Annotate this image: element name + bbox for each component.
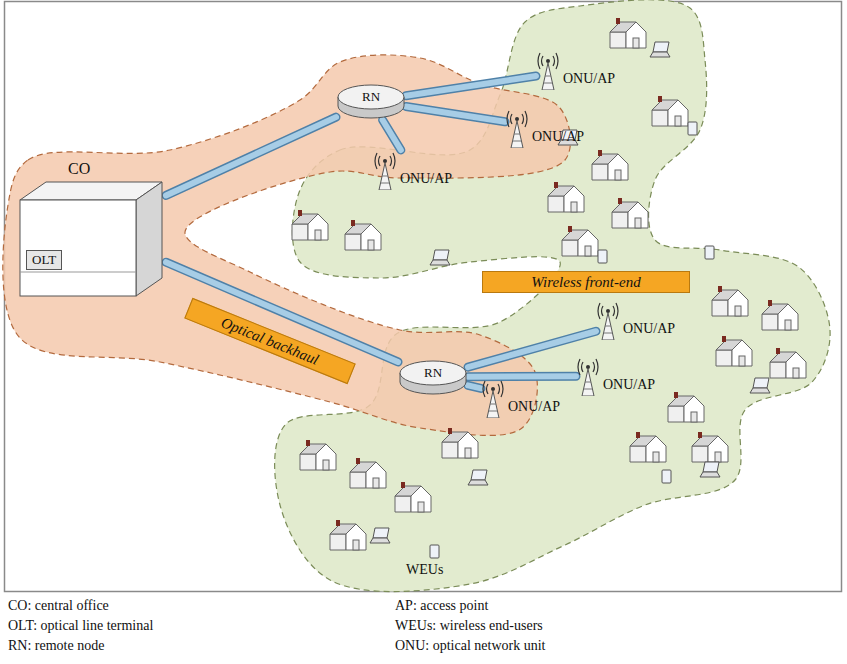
panel-border	[5, 2, 842, 592]
tablet-icon	[705, 246, 714, 259]
house-icon	[612, 198, 648, 228]
laptop-icon	[650, 42, 670, 57]
legend-entry: WEUs: wireless end-users	[395, 618, 543, 634]
antenna-icon	[373, 150, 397, 190]
node-label: OLT	[32, 251, 56, 269]
group-label: WEUs	[406, 562, 443, 578]
tablet-icon	[598, 250, 607, 263]
laptop-icon	[430, 250, 450, 265]
antenna-icon	[505, 108, 529, 148]
legend-entry: ONU: optical network unit	[395, 638, 545, 654]
house-icon	[712, 286, 748, 316]
fiber-outline	[468, 385, 481, 388]
legend-entry: AP: access point	[395, 598, 488, 614]
fiber-outline	[166, 117, 336, 195]
house-icon	[345, 220, 381, 250]
optical-fiber	[468, 385, 481, 388]
fiber-outline	[468, 372, 576, 382]
onu-access-point: ONU/AP	[536, 50, 616, 90]
fiber-outline	[406, 106, 505, 121]
onu-access-point: ONU/AP	[576, 356, 656, 396]
central-office: OLT CO	[16, 160, 166, 300]
antenna-icon	[596, 300, 620, 340]
laptop-icon	[468, 470, 488, 485]
legend-entry: CO: central office	[8, 598, 109, 614]
tablet-icon	[662, 470, 671, 483]
house-icon	[762, 300, 798, 330]
fiber-outline	[383, 120, 401, 150]
optical-fiber	[166, 117, 336, 195]
antenna-icon	[536, 50, 560, 90]
node-label: RN	[362, 88, 380, 106]
house-icon	[292, 210, 328, 240]
house-icon	[548, 182, 584, 212]
optical-fiber	[468, 331, 596, 367]
house-icon	[562, 226, 598, 256]
node-label: ONU/AP	[623, 320, 675, 338]
node-label: ONU/AP	[532, 128, 584, 146]
node-label: ONU/AP	[508, 398, 560, 416]
house-icon	[652, 96, 688, 126]
remote-node: RN	[336, 82, 406, 120]
optical-fiber	[406, 76, 536, 96]
node-label: CO	[68, 160, 90, 178]
laptop-icon	[750, 378, 770, 393]
node-label: ONU/AP	[400, 170, 452, 188]
optical-fiber	[468, 373, 576, 380]
olt-unit: OLT	[26, 250, 62, 270]
antenna-icon	[576, 356, 600, 396]
tablet-icon	[430, 545, 439, 558]
house-icon	[330, 520, 366, 550]
legend-entry: RN: remote node	[8, 638, 104, 654]
house-icon	[592, 150, 628, 180]
legend-entry: OLT: optical line terminal	[8, 618, 153, 634]
house-icon	[716, 336, 752, 366]
house-icon	[442, 428, 478, 458]
co-building	[16, 160, 166, 300]
remote-node: RN	[398, 358, 468, 396]
fiber-outline	[406, 76, 536, 96]
region-label: Wireless front-end	[483, 272, 689, 292]
house-icon	[692, 432, 728, 462]
onu-access-point: ONU/AP	[505, 108, 585, 148]
onu-access-point: ONU/AP	[481, 378, 561, 418]
house-icon	[300, 440, 336, 470]
tablet-icon	[688, 122, 697, 135]
node-label: ONU/AP	[603, 376, 655, 394]
fiber-outline	[468, 331, 596, 367]
optical-fiber	[383, 120, 401, 150]
optical-fiber	[406, 106, 505, 121]
house-icon	[350, 458, 386, 488]
wireless-region	[275, 0, 830, 592]
laptop-icon	[700, 462, 720, 477]
antenna-icon	[481, 378, 505, 418]
house-icon	[630, 432, 666, 462]
onu-access-point: ONU/AP	[373, 150, 453, 190]
node-label: ONU/AP	[563, 70, 615, 88]
house-icon	[770, 348, 806, 378]
onu-access-point: ONU/AP	[596, 300, 676, 340]
house-icon	[610, 18, 646, 48]
region-tag: Wireless front-end	[482, 271, 690, 293]
laptop-icon	[370, 528, 390, 543]
node-label: RN	[424, 364, 442, 382]
house-icon	[668, 392, 704, 422]
house-icon	[395, 482, 431, 512]
